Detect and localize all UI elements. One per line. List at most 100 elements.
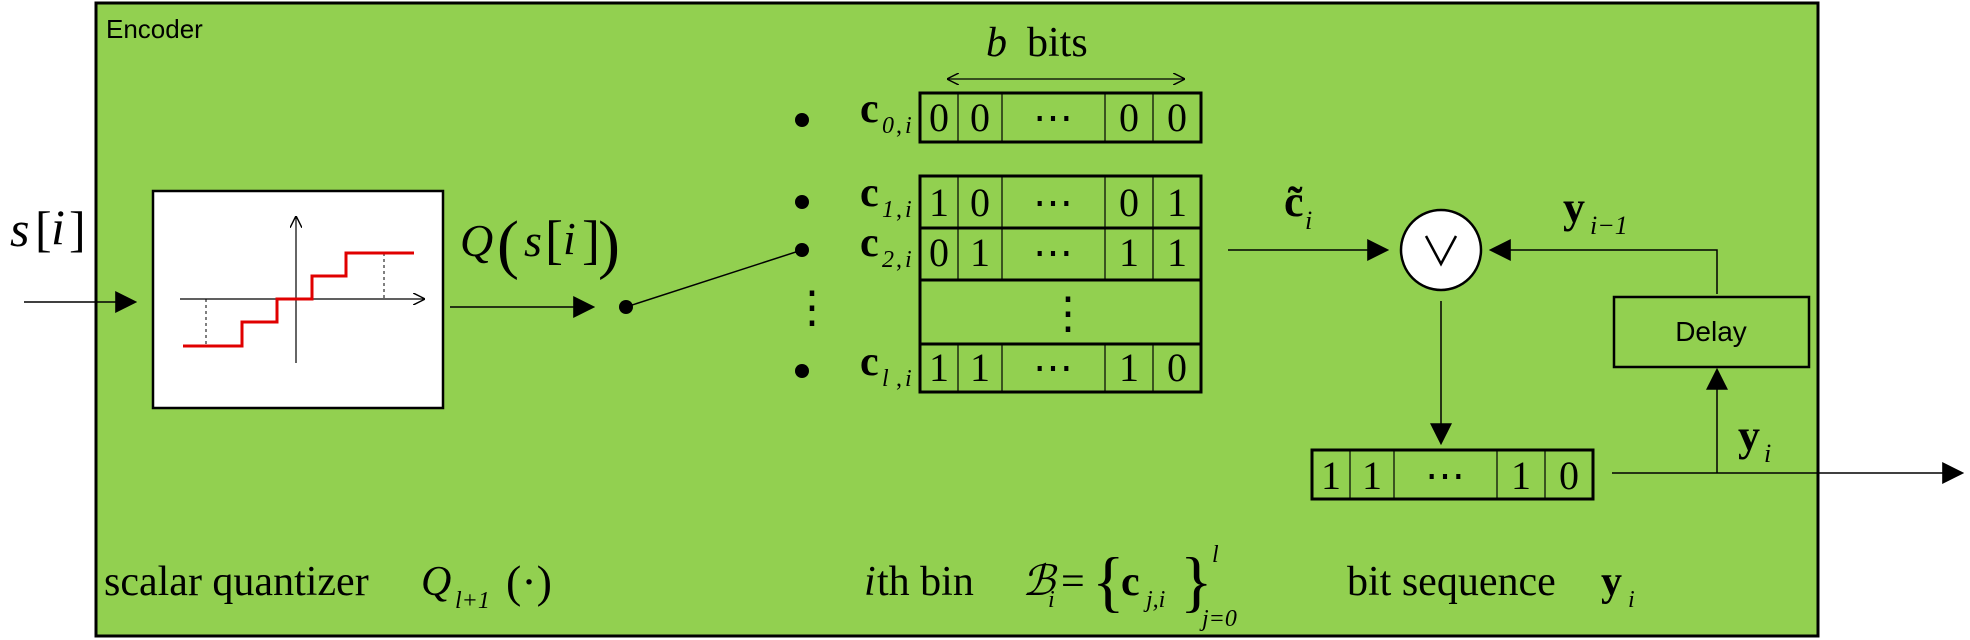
codeword-bit: ⋯: [1033, 180, 1073, 225]
codeword-label-i: i: [905, 113, 912, 139]
svg-text:i: i: [864, 559, 876, 605]
codeword-label-i: i: [905, 247, 912, 273]
table-vdots: ⋮: [1046, 289, 1090, 338]
feedback-arrow: [1488, 239, 1718, 294]
input-label: s [ i ]: [10, 199, 86, 257]
switch-vdots: ⋮: [790, 283, 834, 332]
svg-text:c: c: [1121, 559, 1140, 605]
svg-text:ℬ: ℬ: [1022, 559, 1058, 605]
codeword-bit: ⋯: [1033, 230, 1073, 275]
codeword-bit: 1: [1167, 180, 1187, 225]
svg-text:i: i: [1048, 587, 1055, 613]
codeword-label-c: c: [860, 86, 879, 132]
svg-text:i: i: [1764, 439, 1771, 468]
svg-text:i−1: i−1: [1590, 211, 1628, 240]
codeword-bit: 0: [929, 230, 949, 275]
codeword-bit: 0: [1119, 180, 1139, 225]
svg-text:y: y: [1563, 183, 1585, 232]
svg-text:scalar quantizer: scalar quantizer: [104, 559, 369, 605]
output-bit: 1: [1321, 453, 1341, 498]
svg-text:j,i: j,i: [1143, 587, 1165, 613]
svg-text:=: =: [1061, 559, 1085, 605]
svg-text:b: b: [986, 20, 1007, 66]
codeword-label-sub: 2: [882, 247, 894, 273]
svg-text:s: s: [524, 215, 542, 266]
ctilde-label: c̃ i: [1284, 177, 1312, 235]
codeword-bit: 0: [1167, 345, 1187, 390]
codeword-label-c: c: [860, 339, 879, 385]
svg-text:Q: Q: [460, 215, 493, 266]
svg-text:i: i: [51, 199, 65, 255]
codeword-bit: 1: [929, 180, 949, 225]
codeword-bit: 0: [1167, 95, 1187, 140]
svg-text:{: {: [1092, 543, 1125, 619]
codeword-label-sub: l: [882, 366, 889, 392]
svg-text:}: }: [1180, 543, 1213, 619]
codeword-label-sub: 0: [882, 113, 894, 139]
switch-dot-2: [795, 243, 809, 257]
svg-text:]: ]: [69, 201, 86, 257]
staircase-graph-icon: [180, 217, 424, 363]
svg-text:j=0: j=0: [1199, 606, 1237, 632]
output-bit: 0: [1559, 453, 1579, 498]
codeword-label-c: c: [860, 170, 879, 216]
svg-text:l: l: [1212, 542, 1219, 568]
codeword-label-i: i: [905, 366, 912, 392]
codeword-bit: 1: [1119, 230, 1139, 275]
y-label: y i: [1738, 411, 1771, 468]
svg-text:c̃: c̃: [1284, 177, 1304, 226]
caption-quantizer: scalar quantizer Q l+1 (·): [104, 556, 552, 614]
svg-text:i: i: [1305, 206, 1312, 235]
bits-label: b bits: [986, 20, 1088, 66]
delay-label: Delay: [1675, 316, 1747, 347]
output-bit: 1: [1362, 453, 1382, 498]
quantizer-output-label: Q ( s [ i ] ): [460, 208, 620, 281]
switch-dot-1: [795, 195, 809, 209]
switch-dot-l: [795, 364, 809, 378]
codeword-bit: 0: [970, 95, 990, 140]
encoder-label: Encoder: [106, 14, 203, 44]
svg-text:y: y: [1738, 411, 1760, 460]
y-prev-label: y i−1: [1563, 183, 1628, 240]
codeword-bit: 1: [1167, 230, 1187, 275]
svg-text:y: y: [1601, 559, 1622, 605]
codeword-bit: 1: [1119, 345, 1139, 390]
svg-text:th bin: th bin: [877, 559, 974, 605]
codeword-label-comma: ,: [896, 247, 902, 273]
codeword-label-i: i: [905, 197, 912, 223]
svg-text:[: [: [35, 201, 52, 257]
caption-bin: i th bin ℬ i = { c j,i } l j=0: [864, 542, 1237, 632]
codeword-label-c: c: [860, 220, 879, 266]
svg-text:(: (: [497, 208, 519, 281]
output-register: [1310, 448, 1595, 501]
codeword-label-sub: 1: [882, 197, 894, 223]
caption-sequence: bit sequence y i: [1347, 559, 1635, 613]
svg-text:i: i: [563, 213, 576, 264]
codeword-table: [918, 91, 1203, 394]
codeword-bit: ⋯: [1033, 345, 1073, 390]
output-bit: 1: [1511, 453, 1531, 498]
svg-text:]: ]: [582, 210, 600, 270]
codeword-bit: 1: [929, 345, 949, 390]
codeword-table-dividers: [957, 93, 1154, 392]
codeword-bit: 0: [929, 95, 949, 140]
svg-text:(·): (·): [506, 556, 552, 607]
svg-text:s: s: [10, 201, 29, 257]
codeword-label-comma: ,: [896, 197, 902, 223]
svg-text:i: i: [1628, 587, 1635, 613]
or-symbol: [1424, 235, 1458, 267]
codeword-bit: 1: [970, 345, 990, 390]
codeword-label-comma: ,: [896, 113, 902, 139]
svg-text:bit sequence: bit sequence: [1347, 559, 1556, 605]
svg-text:l+1: l+1: [455, 588, 490, 614]
or-gate: [1399, 208, 1483, 292]
codeword-label-comma: ,: [896, 366, 902, 392]
svg-text:Q: Q: [421, 559, 451, 605]
switch-lever: [625, 249, 803, 308]
